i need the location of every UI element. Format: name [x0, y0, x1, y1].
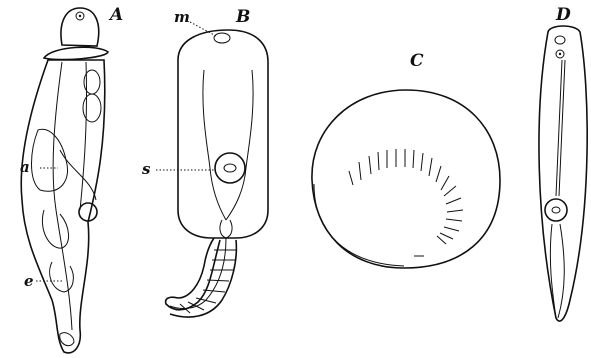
figure-b-label: B [235, 7, 250, 27]
label-s: s [142, 160, 151, 178]
figure-a-label: A [108, 5, 123, 25]
figure-c-label: C [410, 51, 424, 71]
label-a: a [20, 158, 30, 176]
figure-d [539, 26, 587, 321]
figure-c [312, 90, 500, 268]
figure-d-label: D [555, 5, 571, 25]
figure-b [156, 22, 268, 317]
label-e: e [24, 272, 34, 290]
label-m: m [174, 8, 190, 26]
figure-a [21, 8, 108, 353]
